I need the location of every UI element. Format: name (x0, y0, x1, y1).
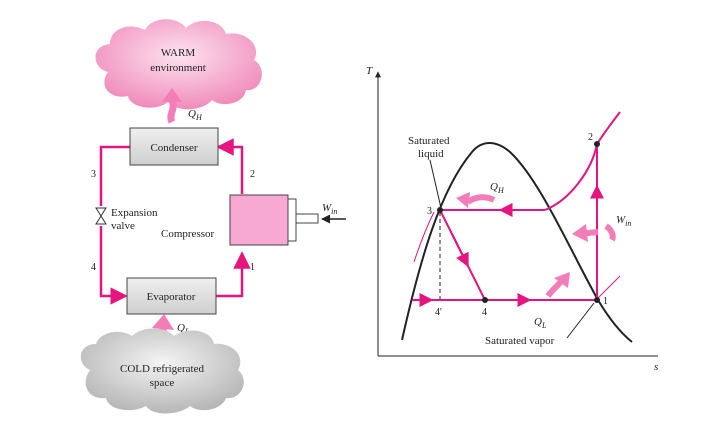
ts-qh-arrow: QH (456, 181, 505, 208)
expansion-valve-line2: valve (111, 220, 135, 232)
cold-cloud-line1: COLD refrigerated (120, 363, 204, 375)
state-2-label: 2 (250, 169, 255, 180)
ql-label: Q (177, 322, 185, 334)
svg-text:QH: QH (490, 181, 505, 195)
saturated-liquid-line2: liquid (418, 148, 444, 160)
point-4prime-label: 4' (435, 307, 442, 318)
svg-text:QH: QH (188, 108, 203, 122)
cold-cloud-line2: space (150, 377, 175, 389)
qh-label: Q (188, 108, 196, 120)
point-3 (437, 207, 443, 213)
cycle-schematic: WARM environment QH 3 2 4 1 (80, 19, 346, 414)
point-4 (482, 297, 488, 303)
expansion-valve-icon: Expansion valve (95, 207, 158, 232)
compressor: Compressor (161, 194, 319, 246)
point-1-label: 1 (603, 296, 608, 307)
point-2 (594, 141, 600, 147)
cold-refrigerated-space-cloud: COLD refrigerated space (80, 328, 244, 414)
saturated-vapor-label: Saturated vapor (485, 335, 555, 347)
condenser-label: Condenser (150, 142, 197, 154)
ts-win-sub: in (625, 219, 631, 228)
ts-qh-label: Q (490, 181, 498, 193)
high-pressure-line-extension (413, 211, 435, 263)
warm-cloud-line1: WARM (161, 47, 195, 59)
point-3-label: 3 (427, 206, 432, 217)
saturated-liquid-leader (429, 159, 442, 209)
s-axis-label: s (654, 361, 658, 373)
ts-ql-label: Q (534, 316, 542, 328)
state-3-label: 3 (91, 169, 96, 180)
state-4-label: 4 (91, 262, 96, 273)
compressor-label: Compressor (161, 228, 215, 240)
point-2-label: 2 (588, 132, 593, 143)
expansion-valve-line1: Expansion (111, 207, 158, 219)
evaporator-box: Evaporator (126, 277, 217, 315)
t-axis-label: T (366, 65, 373, 77)
ts-win-arrow: Win (572, 214, 631, 242)
ts-ql-sub: L (541, 321, 547, 330)
ts-win-label: W (616, 214, 626, 226)
refrigerant-flow-lines (99, 138, 251, 305)
state-1-label: 1 (250, 262, 255, 273)
warm-environment-cloud: WARM environment (95, 19, 262, 110)
ts-qh-sub: H (497, 186, 505, 195)
saturated-vapor-leader (566, 302, 595, 339)
low-pressure-line-extension (595, 275, 621, 301)
win-arrow: Win (321, 202, 346, 224)
svg-text:QL: QL (534, 316, 547, 330)
point-4-label: 4 (482, 307, 487, 318)
warm-cloud-line2: environment (150, 62, 206, 74)
ts-diagram: T s (366, 65, 658, 373)
saturated-liquid-line1: Saturated (408, 135, 450, 147)
svg-text:Win: Win (322, 202, 337, 216)
point-1 (594, 297, 600, 303)
qh-sub: H (195, 113, 203, 122)
condenser-box: Condenser (129, 127, 219, 166)
win-sub: in (331, 207, 337, 216)
evaporator-label: Evaporator (147, 291, 196, 303)
svg-text:Win: Win (616, 214, 631, 228)
win-label: W (322, 202, 332, 214)
ts-ql-arrow: QL (534, 272, 570, 330)
qh-heat-arrow: QH (162, 88, 203, 124)
ts-cycle-path (412, 111, 621, 307)
